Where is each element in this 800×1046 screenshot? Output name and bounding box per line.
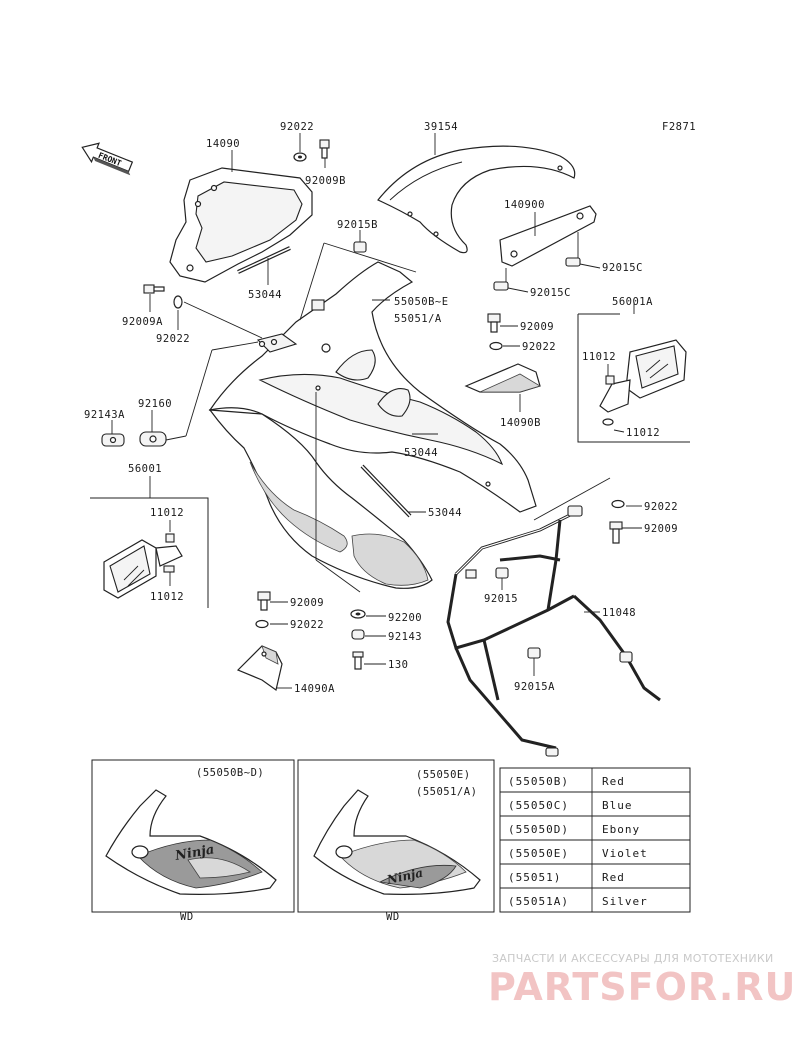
label-92009-mid: 92009: [520, 321, 554, 333]
label-92143: 92143: [388, 631, 422, 643]
washer-92200: [350, 609, 366, 619]
collar-92143: [351, 629, 365, 640]
bracket-14090A: [236, 645, 283, 692]
label-14090: 14090: [206, 138, 240, 150]
label-130: 130: [388, 659, 408, 671]
variant-1-decal: Ninja: [173, 842, 215, 864]
variant-2-code-1: (55050E): [416, 769, 471, 781]
label-53044-mid: 53044: [404, 447, 438, 459]
label-14090A: 14090A: [294, 683, 335, 695]
label-92022-low: 92022: [290, 619, 324, 631]
watermark-tagline: ЗАПЧАСТИ И АКСЕССУАРЫ ДЛЯ МОТОТЕХНИКИ: [492, 952, 774, 965]
label-92009A: 92009A: [122, 316, 163, 328]
table-color-1: Red: [602, 775, 625, 788]
label-92015A: 92015A: [514, 681, 555, 693]
front-arrow-icon: FRONT: [81, 142, 134, 176]
table-part-5: (55051): [508, 871, 561, 884]
bolt-92009-right: [609, 521, 623, 544]
label-14090B: 14090B: [500, 417, 541, 429]
washer-92022-mid: [489, 341, 503, 351]
label-55051: 55051/A: [394, 313, 442, 325]
mirror-56001A-box: [577, 302, 690, 443]
label-56001: 56001: [128, 463, 162, 475]
bracket-140900: [499, 205, 597, 267]
table-part-2: (55050C): [508, 799, 569, 812]
bolt-92009-mid: [487, 313, 501, 333]
bolt-92009-low: [257, 591, 271, 611]
instrument-cover-14090: [169, 167, 313, 283]
table-color-4: Violet: [602, 847, 648, 860]
variant-2-code-2: (55051/A): [416, 786, 477, 798]
label-92022-top: 92022: [280, 121, 314, 133]
figure-code: F2871: [662, 121, 696, 133]
bracket-14090B: [464, 363, 541, 393]
bolt-92009B: [319, 139, 330, 159]
washer-92022-left: [173, 295, 183, 309]
damper-92143A: [101, 433, 125, 447]
label-92015B: 92015B: [337, 219, 378, 231]
label-11012-l1: 11012: [150, 507, 184, 519]
label-92022-left: 92022: [156, 333, 190, 345]
variant-1-code: (55050B~D): [196, 767, 264, 779]
washer-92022-right: [611, 499, 625, 509]
label-11012-r2: 11012: [626, 427, 660, 439]
label-53044-low: 53044: [428, 507, 462, 519]
mirror-56001A: [599, 339, 687, 426]
nut-92015B: [353, 241, 367, 253]
variant-2-caption: WD: [386, 911, 400, 923]
label-92160: 92160: [138, 398, 172, 410]
nut-92015A: [527, 647, 541, 659]
label-53044-top: 53044: [248, 289, 282, 301]
label-92022-mid: 92022: [522, 341, 556, 353]
label-11048: 11048: [602, 607, 636, 619]
stay-11048: [446, 505, 661, 757]
label-92015C-a: 92015C: [602, 262, 643, 274]
color-table: (55050B) Red (55050C) Blue (55050D) Ebon…: [499, 767, 691, 913]
windshield-39154: [377, 145, 576, 254]
variant-1-caption: WD: [180, 911, 194, 923]
label-92009B: 92009B: [305, 175, 346, 187]
washer-92022-low: [255, 619, 269, 629]
bolt-92009A: [143, 284, 165, 294]
label-92015: 92015: [484, 593, 518, 605]
cowl-variant-1: Ninja: [105, 789, 277, 895]
table-color-2: Blue: [602, 799, 633, 812]
label-92200: 92200: [388, 612, 422, 624]
bolt-130: [352, 651, 364, 670]
variant-box-1: [91, 759, 295, 913]
table-color-6: Silver: [602, 895, 648, 908]
nut-92015C-b: [493, 268, 509, 291]
washer-92022-top: [293, 152, 307, 162]
table-part-4: (55050E): [508, 847, 569, 860]
label-92015C-b: 92015C: [530, 287, 571, 299]
table-part-6: (55051A): [508, 895, 569, 908]
label-92009-right: 92009: [644, 523, 678, 535]
table-part-3: (55050D): [508, 823, 569, 836]
cowl-variant-2: Ninja: [313, 789, 481, 895]
label-55050: 55050B~E: [394, 296, 449, 308]
label-11012-r1: 11012: [582, 351, 616, 363]
label-92143A: 92143A: [84, 409, 125, 421]
upper-cowl-55050: [208, 261, 537, 589]
nut-92015: [495, 567, 509, 579]
watermark-logo: PARTSFOR.RU: [488, 965, 796, 1009]
variant-box-2: [297, 759, 495, 913]
grommet-92160: [139, 431, 167, 447]
mirror-56001: [103, 533, 183, 599]
table-part-1: (55050B): [508, 775, 569, 788]
label-56001A: 56001A: [612, 296, 653, 308]
label-39154: 39154: [424, 121, 458, 133]
table-color-5: Red: [602, 871, 625, 884]
label-140900: 140900: [504, 199, 545, 211]
table-color-3: Ebony: [602, 823, 640, 836]
label-92009-low: 92009: [290, 597, 324, 609]
nut-92015C-a: [565, 232, 581, 267]
label-11012-l2: 11012: [150, 591, 184, 603]
label-92022-right: 92022: [644, 501, 678, 513]
